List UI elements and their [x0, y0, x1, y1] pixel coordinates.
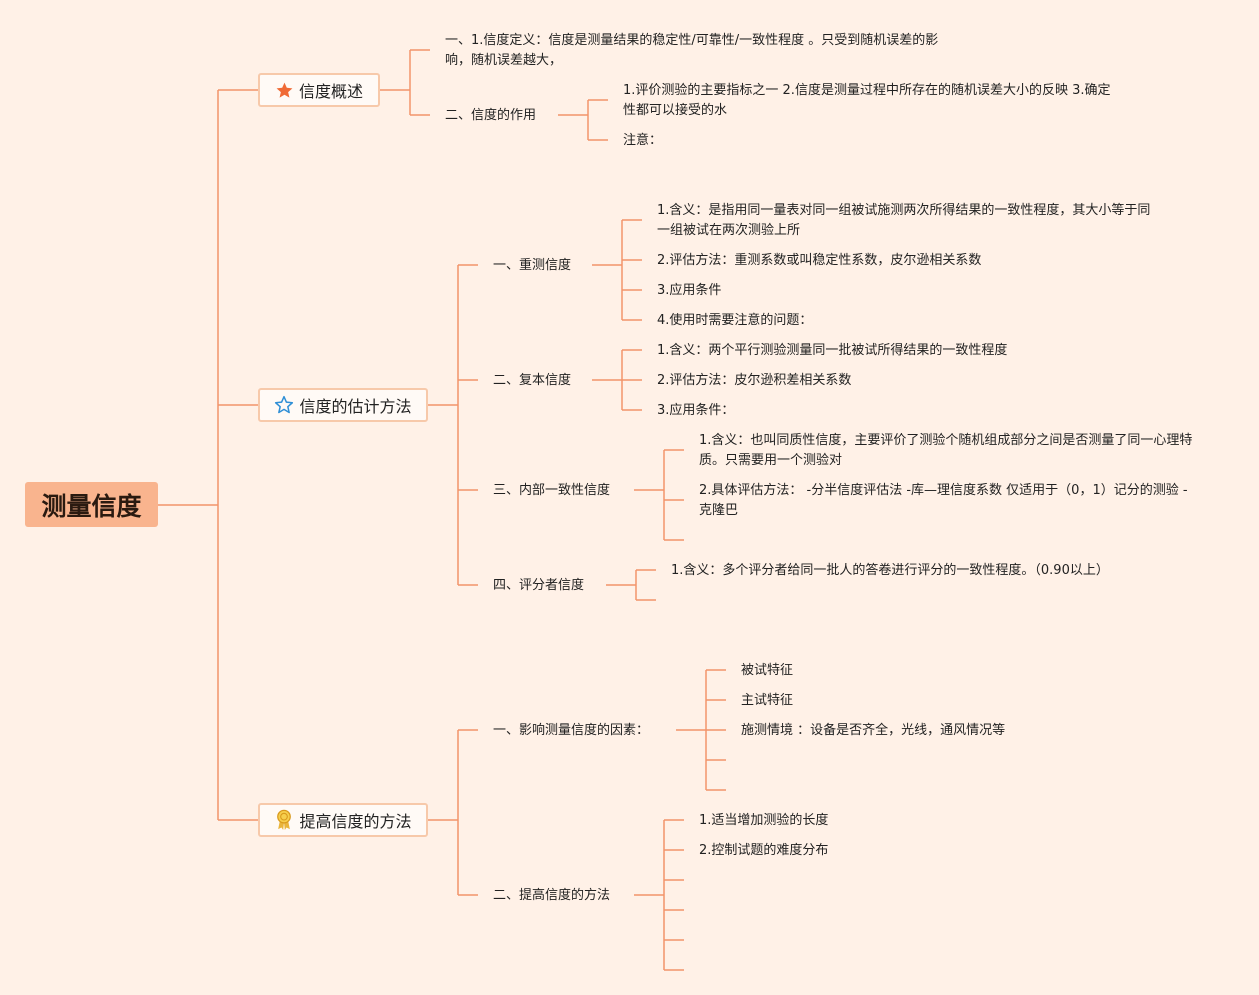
topic-reliability-overview[interactable]: 信度概述 — [258, 73, 380, 107]
topic-label: 信度的估计方法 — [299, 397, 412, 416]
internal-consistency-item[interactable]: 1.含义：也叫同质性信度，主要评价了测验个随机组成部分之间是否测量了同一心理特质… — [699, 433, 1193, 468]
root-topic[interactable]: 测量信度 — [25, 482, 158, 527]
reliability-role-note[interactable]: 注意： — [623, 133, 663, 148]
method-inter-rater[interactable]: 四、评分者信度 — [493, 578, 585, 593]
parallel-forms-item[interactable]: 3.应用条件： — [657, 403, 735, 418]
parallel-forms-item[interactable]: 1.含义：两个平行测验测量同一批被试所得结果的一致性程度 — [657, 343, 1008, 358]
method-internal-consistency[interactable]: 三、内部一致性信度 — [493, 483, 611, 498]
reliability-role-item[interactable]: 1.评价测验的主要指标之一 2.信度是测量过程中所存在的随机误差大小的反映 3.… — [623, 83, 1111, 118]
factor-item[interactable]: 被试特征 — [741, 663, 794, 678]
reliability-definition[interactable]: 一、1.信度定义：信度是测量结果的稳定性/可靠性/一致性程度 。只受到随机误差的… — [445, 33, 939, 68]
reliability-role[interactable]: 二、信度的作用 — [445, 108, 537, 123]
root-title: 测量信度 — [41, 491, 142, 521]
parallel-forms-item[interactable]: 2.评估方法：皮尔逊积差相关系数 — [657, 373, 852, 388]
topic-label: 提高信度的方法 — [299, 812, 412, 831]
topic-improve-reliability[interactable]: 提高信度的方法 — [258, 803, 428, 837]
factor-item[interactable]: 主试特征 — [741, 693, 794, 708]
improve-item[interactable]: 1.适当增加测验的长度 — [699, 813, 829, 828]
section-improve-methods[interactable]: 二、提高信度的方法 — [493, 888, 611, 903]
star-outline-icon — [274, 395, 294, 415]
method-test-retest[interactable]: 一、重测信度 — [493, 258, 572, 273]
test-retest-item[interactable]: 2.评估方法：重测系数或叫稳定性系数，皮尔逊相关系数 — [657, 253, 982, 268]
section-influencing-factors[interactable]: 一、影响测量信度的因素： — [493, 723, 650, 738]
award-ribbon-icon — [274, 809, 294, 831]
method-parallel-forms[interactable]: 二、复本信度 — [493, 373, 572, 388]
inter-rater-item[interactable]: 1.含义：多个评分者给同一批人的答卷进行评分的一致性程度。（0.90以上） — [671, 563, 1109, 578]
test-retest-item[interactable]: 1.含义：是指用同一量表对同一组被试施测两次所得结果的一致性程度，其大小等于同一… — [657, 203, 1151, 238]
topic-estimation-methods[interactable]: 信度的估计方法 — [258, 388, 428, 422]
topic-label: 信度概述 — [298, 82, 363, 101]
test-retest-item[interactable]: 4.使用时需要注意的问题： — [657, 313, 813, 328]
test-retest-item[interactable]: 3.应用条件 — [657, 283, 722, 298]
improve-item[interactable]: 2.控制试题的难度分布 — [699, 843, 829, 858]
factor-item[interactable]: 施测情境 ：设备是否齐全，光线，通风情况等 — [741, 723, 1006, 738]
star-filled-icon — [275, 81, 294, 100]
internal-consistency-item[interactable]: 2.具体评估方法： -分半信度评估法 -库—理信度系数 仅适用于（0，1）记分的… — [699, 483, 1188, 518]
